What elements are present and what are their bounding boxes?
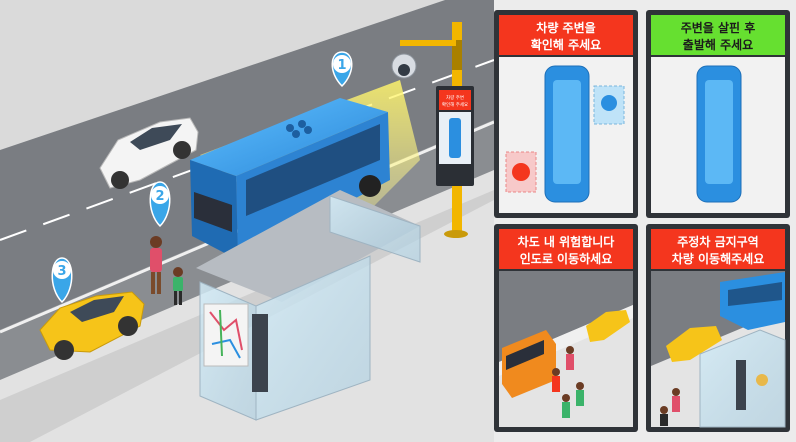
- marker-1: 1: [331, 51, 353, 88]
- sign-text-1: 차량 주변: [446, 94, 464, 101]
- marker-1-label: 1: [337, 58, 346, 73]
- panel-4: 주정차 금지구역 차량 이동해주세요: [646, 224, 790, 432]
- panel-2: 주변을 살핀 후 출발해 주세요: [646, 10, 790, 218]
- panel-1-line1: 차량 주변을: [536, 20, 595, 35]
- yellow-car: [39, 291, 145, 360]
- marker-2-label: 2: [155, 189, 164, 204]
- panel-3: 차도 내 위험합니다 인도로 이동하세요: [494, 224, 638, 432]
- marker-3: 3: [51, 257, 73, 304]
- panel-3-line1: 차도 내 위험합니다: [518, 234, 615, 249]
- panel-2-line1: 주변을 살핀 후: [681, 20, 756, 35]
- panel-1: 차량 주변을 확인해 주세요: [494, 10, 638, 218]
- lane-line: [0, 59, 495, 241]
- sign-text-2: 확인해 주세요: [442, 101, 468, 108]
- panel-4-line1: 주정차 금지구역: [677, 234, 758, 249]
- panel-4-line2: 차량 이동해주세요: [672, 251, 765, 266]
- white-car: [99, 117, 199, 189]
- panel-2-line2: 출발해 주세요: [683, 37, 753, 52]
- marker-2: 2: [149, 181, 171, 228]
- panel-3-line2: 인도로 이동하세요: [520, 251, 613, 266]
- pedestrians: [150, 236, 183, 305]
- panel-1-line2: 확인해 주세요: [531, 37, 601, 52]
- info-sign: 차량 주변 확인해 주세요: [436, 86, 474, 186]
- bus-shelter: [196, 190, 421, 421]
- marker-3-label: 3: [57, 264, 66, 279]
